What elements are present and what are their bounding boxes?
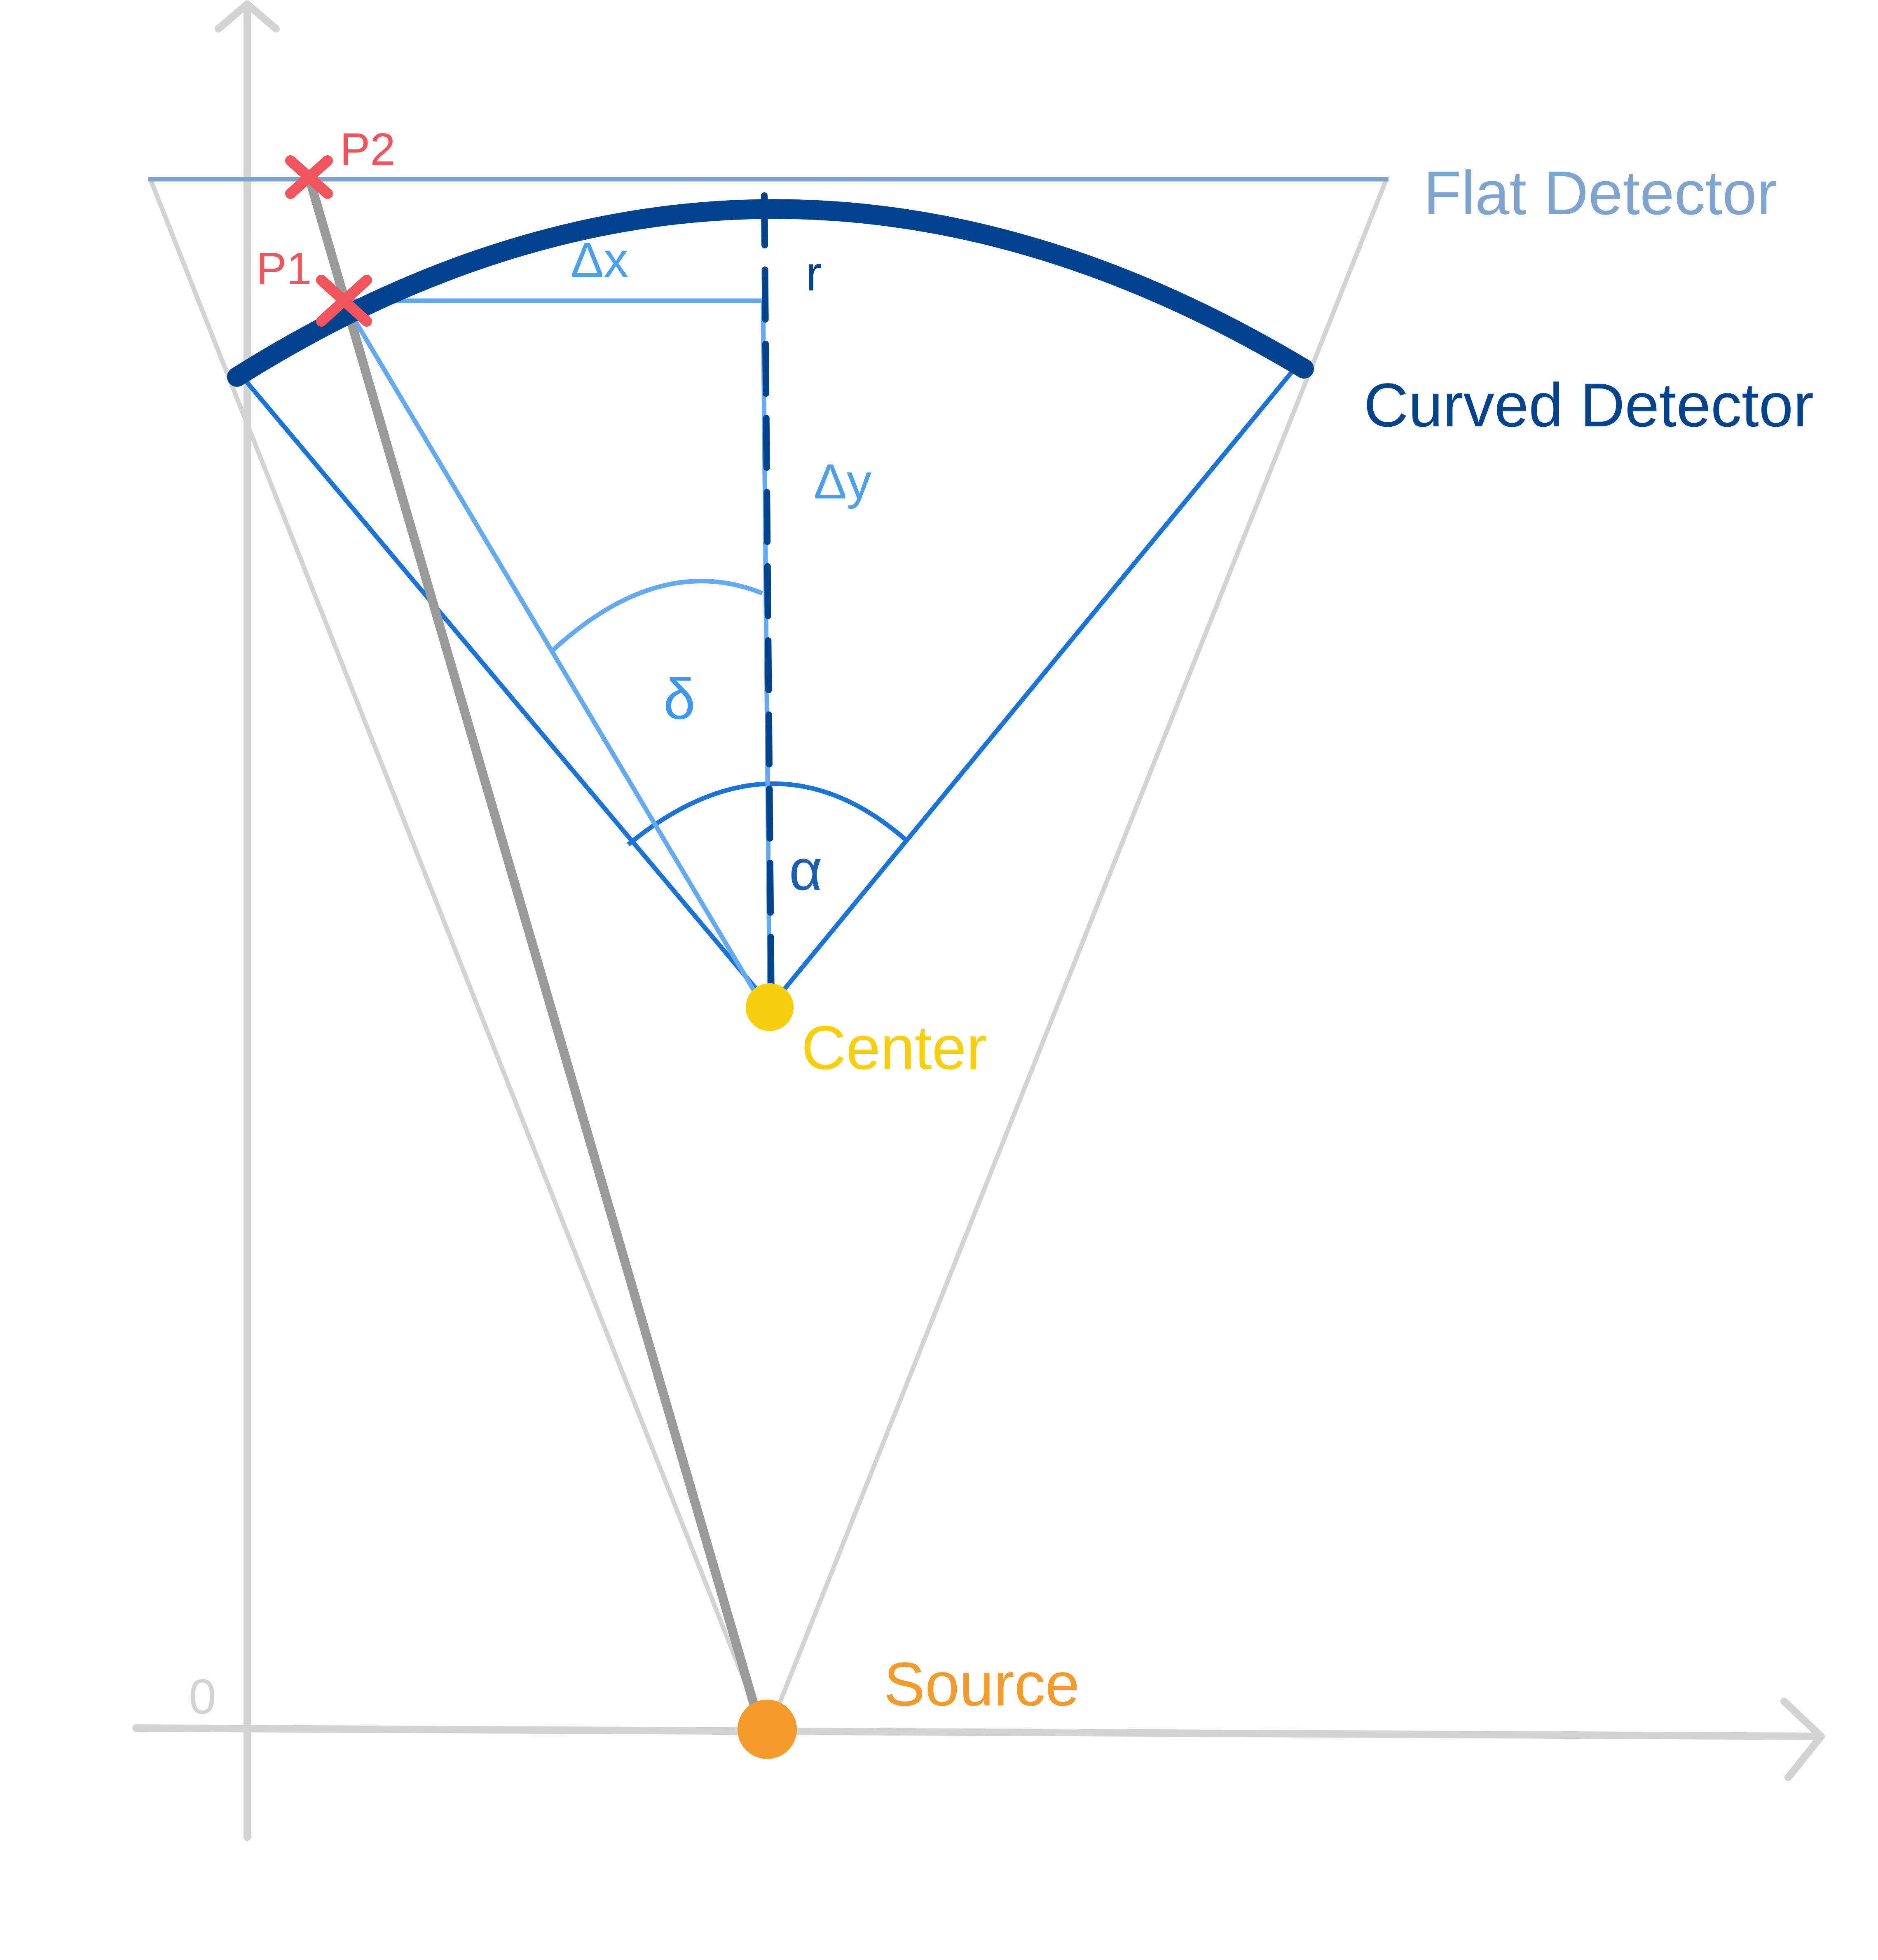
radius-dashed-line xyxy=(761,192,775,1008)
delta-x-label: Δx xyxy=(571,232,628,288)
p2-marker-icon xyxy=(285,155,333,199)
delta-arc xyxy=(550,579,763,653)
delta-y-label: Δy xyxy=(814,454,871,509)
p1-label: P1 xyxy=(256,243,312,294)
source-dot xyxy=(738,1700,797,1759)
p2-label: P2 xyxy=(340,124,396,175)
origin-label: 0 xyxy=(189,1669,216,1724)
p1-to-center-line xyxy=(340,297,762,1002)
curved-detector-label: Curved Detector xyxy=(1364,370,1814,440)
source-label: Source xyxy=(884,1649,1079,1719)
axes xyxy=(132,0,1825,1841)
curved-detector-arc xyxy=(227,199,1314,387)
delta-angle-label: δ xyxy=(663,667,695,731)
source-fan xyxy=(148,178,1389,1727)
source-fan-left-edge xyxy=(148,178,765,1727)
p1-marker-icon xyxy=(316,275,372,327)
alpha-angle-label: α xyxy=(789,837,822,902)
x-axis-arrowhead xyxy=(1780,1698,1825,1781)
r-label: r xyxy=(806,246,822,301)
center-label: Center xyxy=(801,1013,987,1082)
y-axis-arrowhead xyxy=(215,0,280,33)
center-dot xyxy=(746,983,794,1031)
ray-source-to-p2 xyxy=(304,173,765,1731)
flat-detector-label: Flat Detector xyxy=(1424,158,1777,227)
source-fan-right-edge xyxy=(768,178,1389,1727)
alpha-arc xyxy=(627,781,908,847)
construction-lines xyxy=(340,297,772,1002)
curved-fan-left-edge xyxy=(237,371,768,1003)
curved-fan xyxy=(237,363,1300,1003)
x-axis xyxy=(132,1724,1825,1740)
curved-fan-right-edge xyxy=(773,363,1300,1003)
